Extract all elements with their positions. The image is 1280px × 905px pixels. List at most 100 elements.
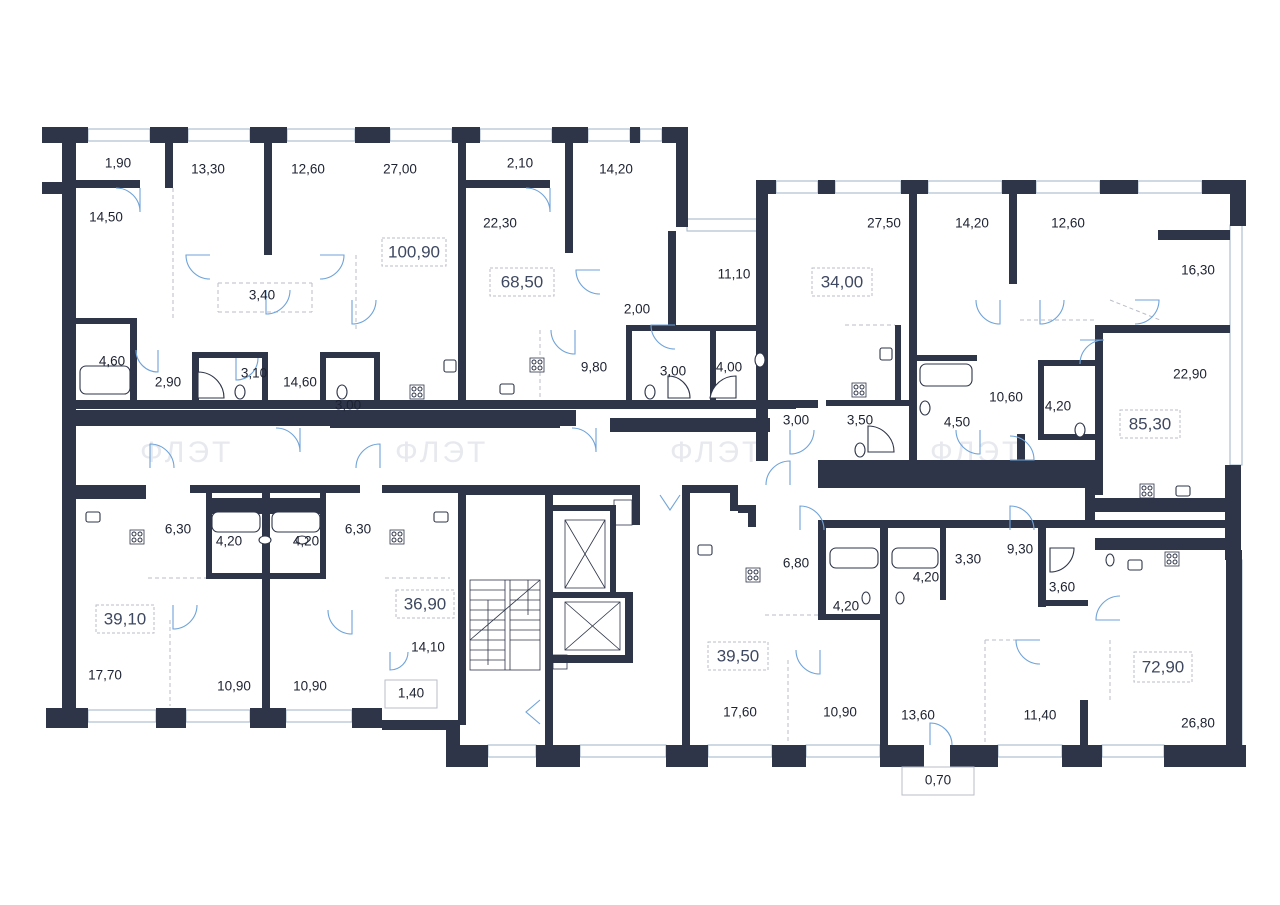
room-area: 14,10 xyxy=(411,640,445,655)
window xyxy=(187,128,251,142)
room-area: 11,10 xyxy=(718,267,751,282)
toilet-icon xyxy=(336,384,348,400)
window xyxy=(834,180,902,194)
room-area: 10,90 xyxy=(293,679,327,694)
sink-icon xyxy=(1175,485,1191,497)
shaft xyxy=(613,499,633,526)
lifts xyxy=(552,499,633,670)
room-area: 10,90 xyxy=(217,679,251,694)
room-area: 6,30 xyxy=(165,522,191,537)
window xyxy=(639,128,663,142)
stove-icon xyxy=(745,567,761,583)
room-area: 14,20 xyxy=(955,216,989,231)
door xyxy=(659,494,681,511)
door xyxy=(355,443,381,469)
window xyxy=(479,128,553,142)
room-area: 4,60 xyxy=(99,354,125,369)
shower-icon xyxy=(667,375,691,399)
door xyxy=(1009,505,1035,531)
room-area: 14,50 xyxy=(89,210,123,225)
room-area: 22,30 xyxy=(483,216,517,231)
room-area: 26,80 xyxy=(1181,716,1215,731)
door xyxy=(1134,299,1160,325)
room-area: 13,30 xyxy=(191,162,225,177)
room-area: 3,40 xyxy=(249,288,275,303)
apartment-total-box xyxy=(1133,651,1193,683)
door xyxy=(265,289,291,315)
room-area: 2,00 xyxy=(624,302,650,317)
door xyxy=(1009,435,1035,461)
window xyxy=(1101,744,1165,758)
door xyxy=(1095,595,1121,621)
staircase xyxy=(469,579,541,671)
door xyxy=(351,299,377,325)
toilet-icon xyxy=(861,591,871,605)
bathtub-icon xyxy=(919,363,973,387)
window xyxy=(686,218,768,232)
sink-icon xyxy=(1127,559,1143,571)
apartment-total-box xyxy=(1119,409,1181,439)
room-area: 16,30 xyxy=(1181,263,1215,278)
room-area: 3,00 xyxy=(660,364,686,379)
sink-icon xyxy=(433,511,449,523)
door xyxy=(975,299,1001,325)
sink-icon xyxy=(879,347,893,361)
door xyxy=(172,604,198,630)
room-area: 12,60 xyxy=(1051,216,1085,231)
bathtub-icon xyxy=(891,547,939,569)
room-area: 3,10 xyxy=(241,366,267,381)
room-area: 6,80 xyxy=(783,556,809,571)
door xyxy=(571,427,597,453)
door xyxy=(1039,299,1065,325)
shower-icon xyxy=(709,375,737,399)
door xyxy=(550,329,576,355)
bathtub-icon xyxy=(271,511,321,533)
room-area: 4,20 xyxy=(833,599,859,614)
room-area: 3,60 xyxy=(1049,580,1075,595)
watermark-text-3: ФЛЭТ xyxy=(670,436,763,469)
door xyxy=(235,357,259,381)
door xyxy=(1079,339,1105,365)
window xyxy=(805,744,881,758)
toilet-icon xyxy=(295,535,309,545)
stove-icon xyxy=(129,529,145,545)
apartment-totals: 100,90 68,50 34,00 85,30 39,10 36,90 39,… xyxy=(95,237,1193,683)
stove-icon xyxy=(1139,483,1155,499)
room-area: 12,60 xyxy=(291,162,325,177)
room-area: 4,20 xyxy=(1045,399,1071,414)
window xyxy=(185,709,251,723)
apartment-total-box xyxy=(707,641,769,671)
door xyxy=(575,269,601,295)
window xyxy=(1229,224,1243,466)
toilet-icon xyxy=(895,591,905,605)
apartment-total-39-50: 39,50 xyxy=(717,646,760,665)
apartment-total-100-90: 100,90 xyxy=(388,242,440,261)
room-areas: 1,90 13,30 12,60 27,00 2,10 14,20 14,50 … xyxy=(88,156,1215,788)
window xyxy=(487,744,537,758)
doors xyxy=(115,187,1160,746)
apartment-total-box xyxy=(395,589,455,619)
shaft xyxy=(552,654,568,670)
room-area: 4,20 xyxy=(216,534,242,549)
stove-icon xyxy=(409,384,425,400)
room-area: 1,40 xyxy=(398,686,424,701)
apartment-total-39-10: 39,10 xyxy=(104,609,147,628)
room-area: 3,30 xyxy=(955,552,981,567)
room-area: 10,60 xyxy=(989,390,1023,405)
room-area: 13,60 xyxy=(901,708,935,723)
lift-shaft xyxy=(564,519,606,589)
door xyxy=(955,429,981,455)
door xyxy=(327,609,353,635)
bathtub-icon xyxy=(79,365,131,395)
door xyxy=(789,429,815,455)
toilet-icon xyxy=(1105,553,1115,567)
room-area: 2,90 xyxy=(155,375,181,390)
sink-icon xyxy=(85,511,101,523)
room-area: 27,50 xyxy=(867,216,901,231)
window xyxy=(1137,180,1203,194)
shower-icon xyxy=(867,425,895,453)
watermark-text-2: ФЛЭТ xyxy=(395,436,488,469)
window xyxy=(1035,180,1101,194)
door xyxy=(275,427,301,453)
